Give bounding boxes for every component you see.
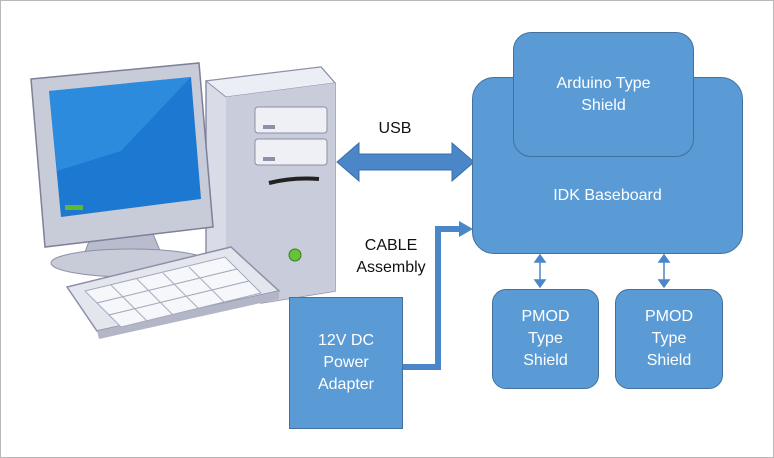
usb-double-arrow [336, 141, 475, 183]
desktop-computer-icon [30, 62, 336, 339]
cable-arrow [403, 226, 461, 370]
pmod-shield-right-label: PMOD Type Shield [645, 308, 693, 369]
usb-label: USB [378, 120, 412, 137]
arduino-shield-label: Arduino Type Shield [556, 74, 651, 114]
power-adapter-label: 12V DC Power Adapter [317, 332, 375, 393]
arduino-shield-box: Arduino Type Shield [513, 32, 694, 157]
idk-baseboard-label: IDK Baseboard [553, 187, 662, 204]
pmod-right-connector [657, 253, 671, 289]
power-adapter-box: 12V DC Power Adapter [289, 297, 403, 429]
pmod-shield-left-box: PMOD Type Shield [492, 289, 599, 389]
pmod-shield-right-box: PMOD Type Shield [615, 289, 723, 389]
cable-assembly-label: CABLE Assembly [356, 237, 426, 276]
pmod-shield-left-label: PMOD Type Shield [521, 308, 570, 369]
pmod-left-connector [533, 253, 547, 289]
